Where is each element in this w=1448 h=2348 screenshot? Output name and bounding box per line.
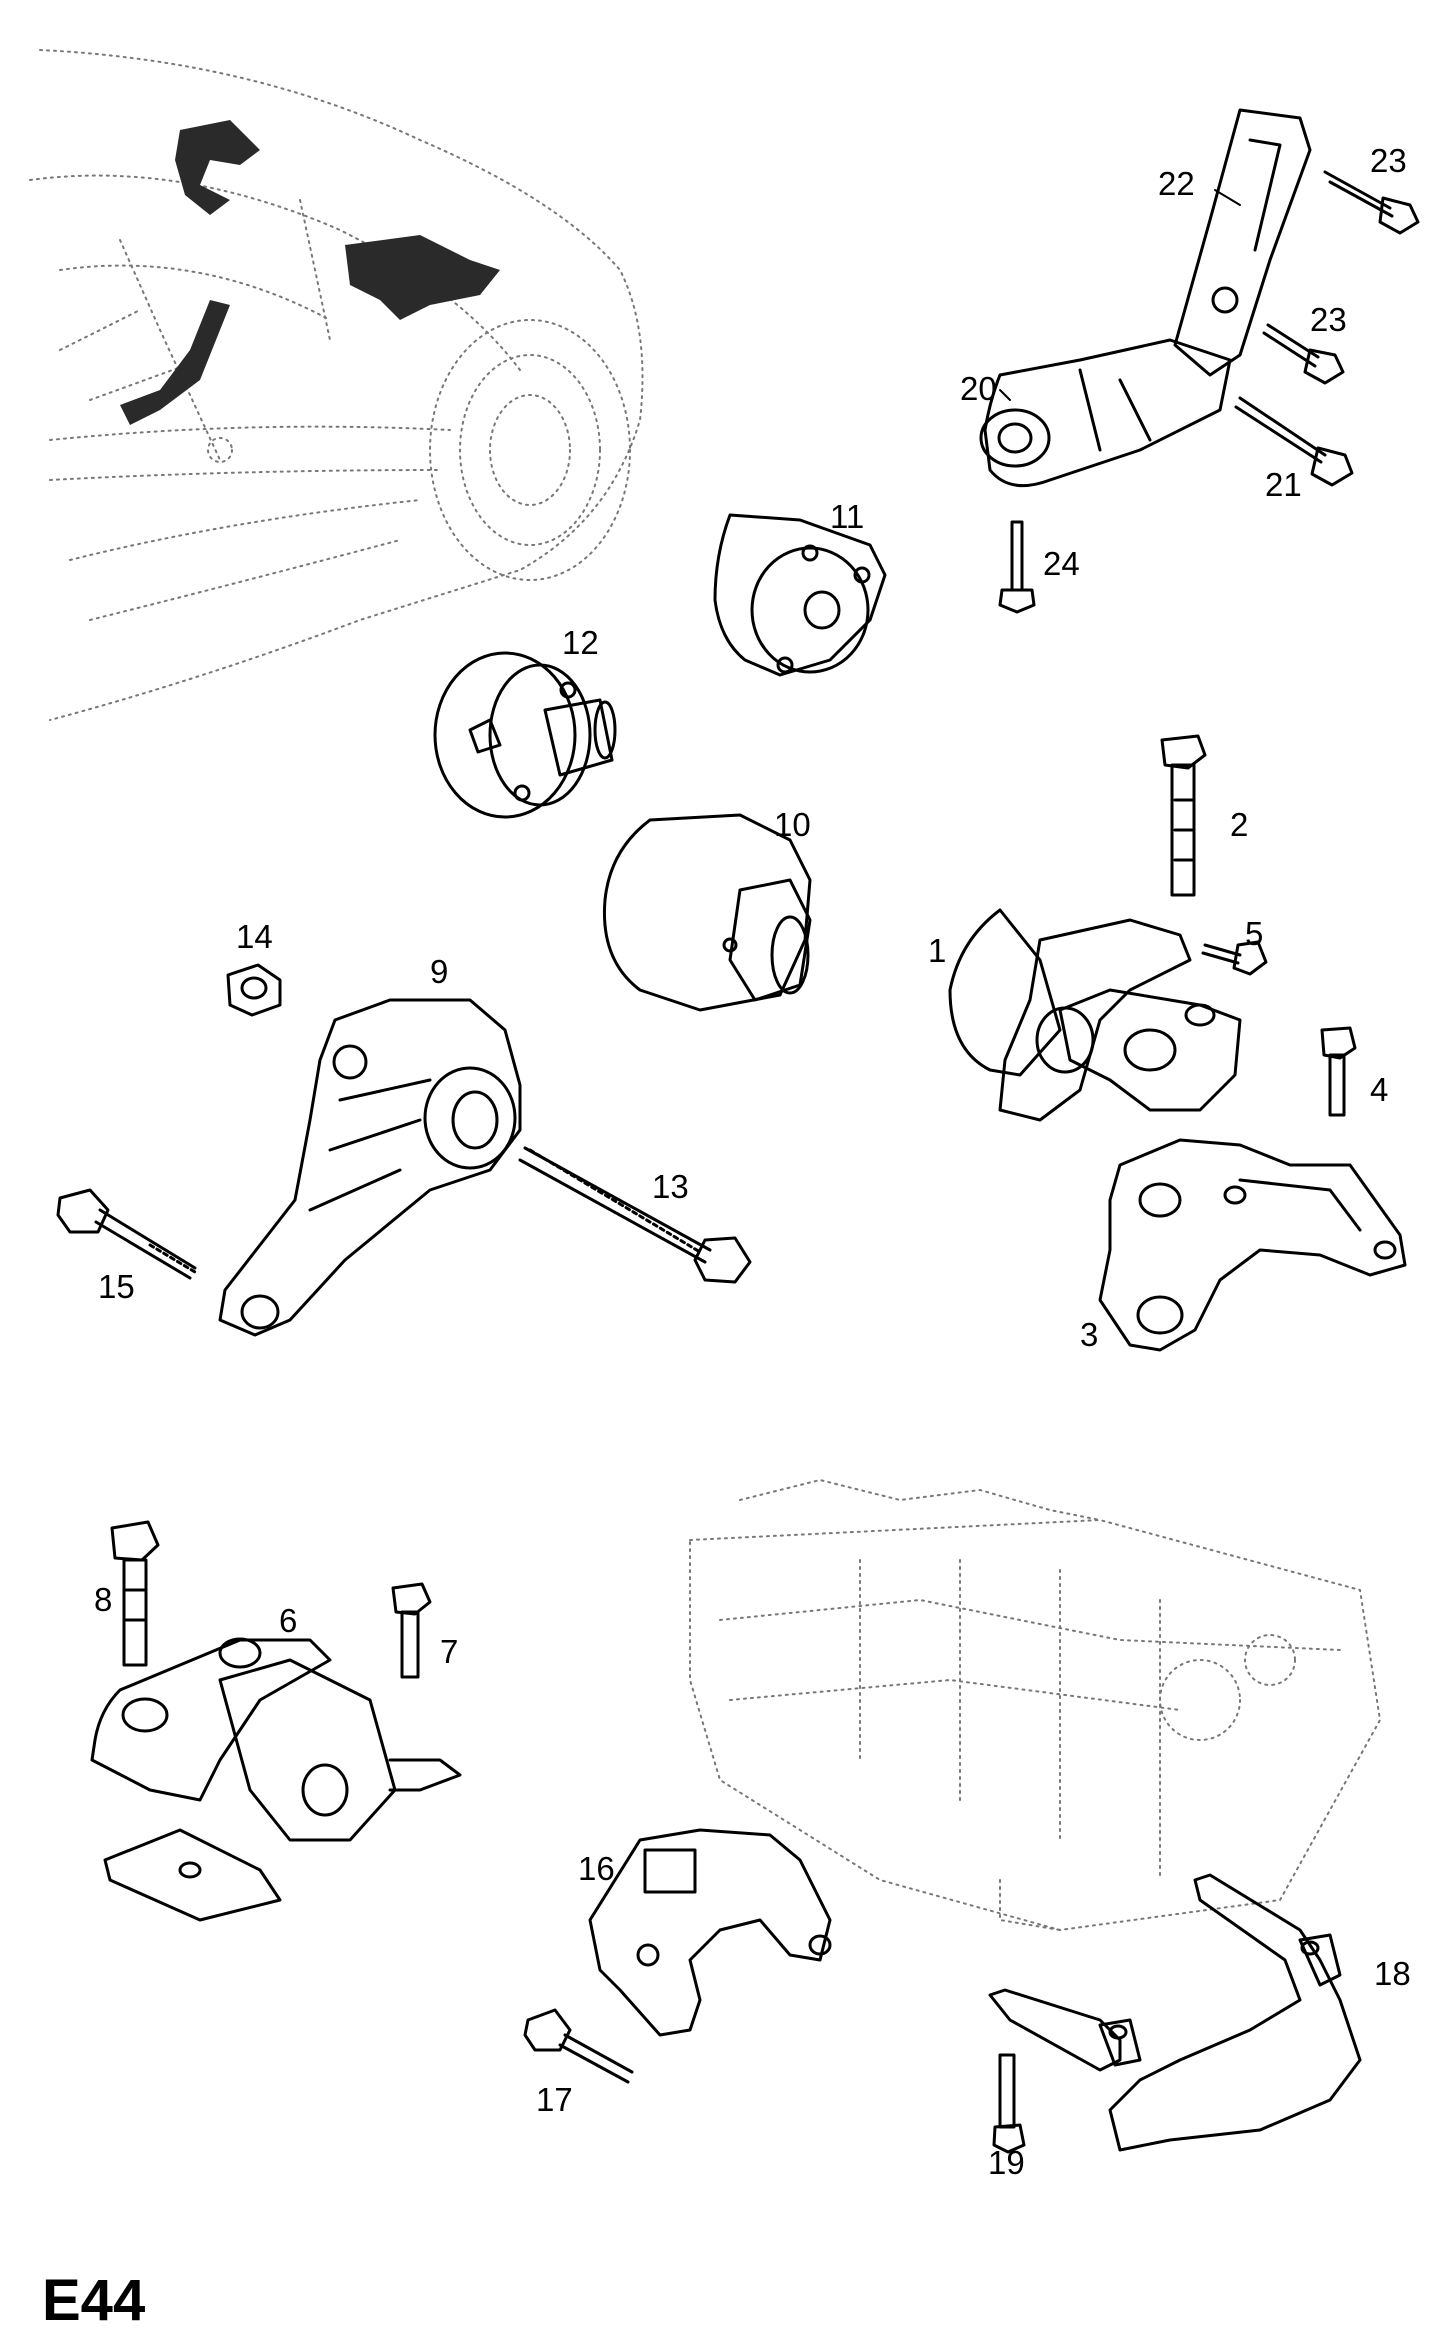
callout-2: 2 — [1230, 806, 1249, 843]
bolt-17 — [523, 2008, 634, 2084]
callout-20: 20 — [960, 370, 997, 407]
bushing-11 — [713, 513, 887, 677]
callout-16: 16 — [578, 1850, 615, 1887]
callout-17: 17 — [536, 2081, 573, 2118]
callout-12: 12 — [562, 624, 599, 661]
callout-5: 5 — [1245, 915, 1264, 952]
bolt-15 — [56, 1188, 197, 1280]
mount-bracket-3 — [1098, 1138, 1407, 1352]
callout-23a: 23 — [1370, 142, 1407, 179]
mounting-bracket-9 — [218, 998, 522, 1337]
callout-21: 21 — [1265, 466, 1302, 503]
callout-3: 3 — [1080, 1316, 1099, 1353]
callout-13: 13 — [652, 1168, 689, 1205]
callout-22: 22 — [1158, 165, 1195, 202]
engine-outline — [689, 1479, 1381, 1931]
bolt-5 — [1201, 940, 1268, 976]
callout-4: 4 — [1370, 1071, 1389, 1108]
callout-1: 1 — [928, 932, 947, 969]
bolt-2 — [1160, 734, 1207, 897]
callout-11: 11 — [830, 498, 865, 535]
callout-23b: 23 — [1310, 301, 1347, 338]
bracket-16 — [588, 1828, 832, 2037]
bolt-21 — [1234, 396, 1354, 487]
callout-9: 9 — [430, 953, 449, 990]
bolt-24 — [998, 520, 1036, 614]
callout-7: 7 — [440, 1633, 459, 1670]
callout-19: 19 — [988, 2144, 1025, 2181]
bushing-10 — [602, 813, 812, 1012]
torque-strut-bracket — [979, 108, 1312, 488]
bolt-23a — [1323, 170, 1420, 235]
callout-15: 15 — [98, 1268, 135, 1305]
bolt-8 — [110, 1520, 160, 1667]
callout-24: 24 — [1043, 545, 1080, 582]
bolt-13 — [518, 1146, 752, 1284]
engine-mount-1 — [948, 908, 1242, 1122]
mount-location-highlights — [120, 120, 500, 425]
transmission-mount-6 — [90, 1637, 462, 1922]
callout-10: 10 — [774, 806, 811, 843]
bolt-23b — [1262, 323, 1345, 385]
bushing-12 — [433, 651, 617, 819]
page-code: E44 — [42, 2268, 146, 2333]
vehicle-outline — [29, 49, 644, 721]
nut-14 — [226, 963, 282, 1017]
callout-18: 18 — [1374, 1955, 1411, 1992]
leader-lines — [999, 189, 1241, 401]
callout-14: 14 — [236, 918, 273, 955]
callout-6: 6 — [279, 1602, 298, 1639]
subframe-bracket-18 — [988, 1873, 1362, 2152]
bolt-7 — [391, 1582, 432, 1679]
callout-8: 8 — [94, 1581, 113, 1618]
bolt-19 — [992, 2053, 1026, 2154]
bolt-4 — [1320, 1026, 1357, 1117]
